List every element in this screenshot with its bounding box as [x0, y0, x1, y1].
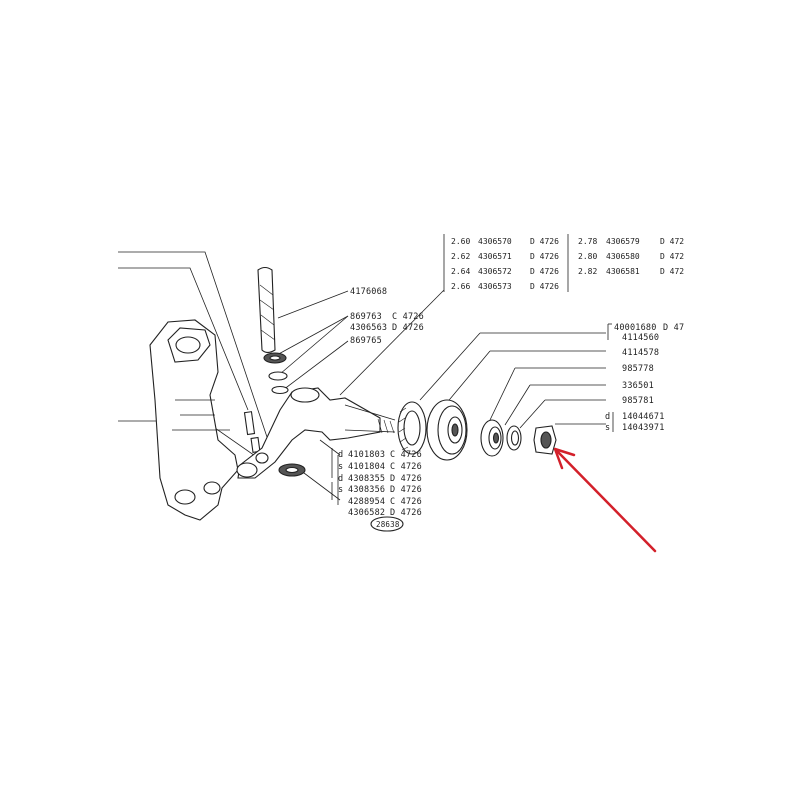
table-code: D 4726: [530, 282, 559, 291]
label-14044671-prefix: d: [605, 412, 610, 422]
size-table: 2.60 4306570 D 4726 2.62 4306571 D 4726 …: [443, 234, 684, 292]
label-869763: 869763: [350, 312, 382, 322]
spindle-ref-code: C 4726: [390, 462, 422, 472]
label-4114578: 4114578: [622, 348, 659, 358]
table-size: 2.64: [451, 267, 470, 276]
table-part: 4306580: [606, 252, 640, 261]
label-14043971: 14043971: [622, 423, 665, 433]
table-part: 4306579: [606, 237, 640, 246]
spindle-ref-code: D 4726: [390, 474, 422, 484]
label-14043971-prefix: s: [605, 423, 610, 433]
label-40001680-code: D 47: [663, 323, 684, 333]
small-bolt: [243, 411, 261, 453]
table-part: 4306570: [478, 237, 512, 246]
kingpin: [257, 266, 276, 354]
spindle-ref-code: C 4726: [390, 450, 422, 460]
table-code: D 4726: [530, 267, 559, 276]
steering-frame: [149, 319, 239, 521]
table-size: 2.60: [451, 237, 470, 246]
lower-washer: [278, 463, 306, 477]
spindle-ref-prefix: s: [338, 462, 343, 472]
spindle-ref-code: D 4726: [390, 508, 422, 518]
spindle-ref-part: 4101804: [348, 462, 385, 472]
washer: [506, 425, 522, 451]
label-4114560: 4114560: [622, 333, 659, 343]
part-labels: 4176068 869763 C 4726 4306563 D 4726 869…: [350, 287, 684, 433]
table-size: 2.80: [578, 252, 597, 261]
table-part: 4306572: [478, 267, 512, 276]
red-arrow-icon: [553, 447, 657, 553]
pin-washers: [263, 352, 289, 395]
spindle-ref-code: D 4726: [390, 485, 422, 495]
table-code: D 472: [660, 267, 684, 276]
bearing-outer-race: [426, 399, 468, 461]
label-4306563-code: D 4726: [392, 323, 424, 333]
size-table-left: 2.60 4306570 D 4726 2.62 4306571 D 4726 …: [451, 237, 559, 291]
label-4176068: 4176068: [350, 287, 387, 297]
table-code: D 4726: [530, 252, 559, 261]
table-code: D 472: [660, 237, 684, 246]
spindle-ref-code: C 4726: [390, 497, 422, 507]
label-985781: 985781: [622, 396, 654, 406]
figure-number: 28638: [370, 516, 404, 532]
table-part: 4306581: [606, 267, 640, 276]
label-869765: 869765: [350, 336, 382, 346]
spindle-ref-part: 4308356: [348, 485, 385, 495]
label-14044671: 14044671: [622, 412, 665, 422]
spindle-ref-prefix: s: [338, 485, 343, 495]
label-336501: 336501: [622, 381, 654, 391]
spindle-refs: d 4101803 C 4726 s 4101804 C 4726 d 4308…: [331, 448, 422, 518]
steering-knuckle: [236, 387, 396, 479]
leader-lines: [118, 251, 606, 505]
spindle-ref-prefix: d: [338, 450, 343, 460]
spindle-ref-part: 4288954: [348, 497, 385, 507]
table-part: 4306573: [478, 282, 512, 291]
spindle-ref-part: 4101803: [348, 450, 385, 460]
table-code: D 4726: [530, 237, 559, 246]
table-size: 2.62: [451, 252, 470, 261]
figure-number-text: 28638: [376, 520, 400, 529]
label-4306563: 4306563: [350, 323, 387, 333]
bearing-inner: [480, 419, 504, 457]
table-size: 2.82: [578, 267, 597, 276]
label-869763-code: C 4726: [392, 312, 424, 322]
spindle-ref-prefix: d: [338, 474, 343, 484]
seal-ring: [397, 401, 427, 455]
size-table-right: 2.78 4306579 D 472 2.80 4306580 D 472 2.…: [578, 237, 684, 276]
table-part: 4306571: [478, 252, 512, 261]
table-size: 2.78: [578, 237, 597, 246]
spindle-ref-part: 4308355: [348, 474, 385, 484]
table-code: D 472: [660, 252, 684, 261]
spindle-ref-part: 4306582: [348, 508, 385, 518]
label-985778: 985778: [622, 364, 654, 374]
table-size: 2.66: [451, 282, 470, 291]
castle-nut: [533, 425, 557, 455]
label-40001680: 40001680: [614, 323, 657, 333]
